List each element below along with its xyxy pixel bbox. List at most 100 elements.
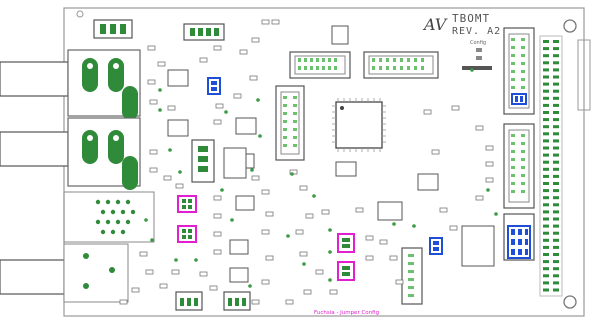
passive-footprint (147, 45, 156, 51)
edge-pin (553, 89, 559, 93)
edge-pin (553, 267, 559, 271)
passive-footprint (139, 251, 148, 257)
edge-pin (553, 132, 559, 136)
passive-footprint (163, 175, 172, 181)
jumper-blue-upper-right (511, 93, 527, 105)
via (328, 278, 332, 282)
edge-pin (543, 96, 549, 100)
jumper-blue-top-left (207, 77, 221, 95)
passive-footprint (261, 189, 270, 195)
edge-pin (543, 288, 549, 292)
passive-footprint (147, 79, 156, 85)
via (250, 168, 254, 172)
edge-pin (553, 281, 559, 285)
via (290, 172, 294, 176)
via (256, 98, 260, 102)
ribbon-header-vertical-left (275, 85, 305, 161)
edge-pin (543, 196, 549, 200)
edge-pin (543, 217, 549, 221)
edge-pin (553, 189, 559, 193)
edge-pin (543, 182, 549, 185)
edge-pin (553, 182, 559, 185)
passive-footprint (315, 269, 324, 275)
via (312, 194, 316, 198)
edge-pin (553, 274, 559, 278)
edge-pin (553, 146, 559, 150)
edge-pin (543, 125, 549, 129)
via (392, 222, 396, 226)
edge-pin (543, 40, 549, 43)
board-logo: AV TBOMT REV. A2 Config (422, 12, 500, 70)
via (224, 110, 228, 114)
via (302, 262, 306, 266)
edge-pin (543, 68, 549, 72)
passive-footprint (175, 183, 184, 189)
jumper-bank-blue-lower-right (503, 213, 535, 261)
passive-footprint (213, 119, 222, 125)
bnc-connector-middle (0, 117, 141, 190)
header-top-5pin (183, 23, 225, 41)
edge-pin (553, 153, 559, 157)
passive-footprint (355, 207, 364, 213)
passive-footprint (149, 149, 158, 155)
jumper-config-fuchsia-3 (337, 233, 355, 253)
passive-footprint (475, 195, 484, 201)
jumper-config-fuchsia-4 (337, 261, 355, 281)
edge-pin (543, 260, 549, 264)
power-header-top-left (93, 19, 133, 39)
qfp-microcontroller (332, 98, 386, 152)
logo-text: AV (422, 15, 448, 34)
bnc-connector-top (0, 49, 141, 120)
left-connector-block (63, 191, 155, 243)
passive-footprint (299, 185, 308, 191)
edge-pin (543, 189, 549, 193)
edge-pin (543, 253, 549, 256)
edge-pin (553, 210, 559, 214)
edge-pin (543, 153, 549, 157)
edge-pin (553, 54, 559, 58)
passive-footprint (261, 19, 270, 25)
passive-footprint (171, 269, 180, 275)
edge-pin (553, 47, 559, 51)
mount-hole-top-right (563, 19, 577, 33)
passive-footprint (167, 105, 176, 111)
edge-pin (553, 224, 559, 228)
edge-pin (543, 267, 549, 271)
passive-footprint (119, 299, 128, 305)
via (248, 284, 252, 288)
edge-pin (543, 54, 549, 58)
ribbon-header-top-right (363, 51, 439, 79)
passive-footprint (329, 289, 338, 295)
board-name: TBOMT (452, 12, 490, 25)
edge-pin (553, 253, 559, 256)
via (158, 88, 162, 92)
edge-pin (553, 167, 559, 171)
via (194, 258, 198, 262)
passive-footprint (131, 287, 140, 293)
edge-pin (543, 274, 549, 278)
passive-footprint (303, 289, 312, 295)
vertical-ic-strip (191, 139, 215, 183)
passive-footprint (305, 213, 314, 219)
edge-pin (553, 203, 559, 207)
legend-jumper-config: Fuchsia - Jumper Config (314, 310, 379, 316)
small-ic-group (167, 25, 495, 283)
passive-footprint (261, 229, 270, 235)
passive-footprint (239, 49, 248, 55)
edge-pin (553, 196, 559, 200)
passive-footprint (159, 283, 168, 289)
via (178, 170, 182, 174)
edge-pin (553, 238, 559, 242)
passive-footprint (285, 299, 294, 305)
via (168, 148, 172, 152)
passive-footprint (149, 99, 158, 105)
passive-footprint (213, 249, 222, 255)
passive-footprint (485, 145, 494, 151)
passive-footprint (271, 19, 280, 25)
edge-pin (543, 231, 549, 235)
jumper-config-fuchsia-1 (177, 195, 197, 213)
passive-footprint (251, 175, 260, 181)
edge-pin (553, 231, 559, 235)
edge-pin (543, 238, 549, 242)
